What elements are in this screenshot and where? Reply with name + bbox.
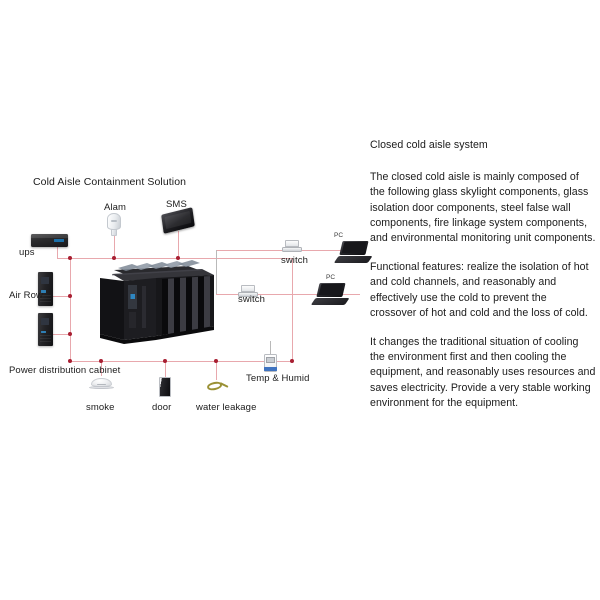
junction-dot [68,332,72,336]
connector-temphumid-drop [270,341,271,354]
connector-top-horizontal [70,258,292,259]
door-sensor-icon [156,377,174,397]
junction-dot [176,256,180,260]
connector-ups-stub [57,258,71,259]
switch-top-icon [282,240,302,252]
air-row-cabinet-icon [38,272,53,306]
junction-dot [99,359,103,363]
junction-dot [68,359,72,363]
pc-top-icon [333,241,373,263]
junction-dot [68,294,72,298]
pc-bottom-icon [310,283,350,305]
diagram-title: Cold Aisle Containment Solution [33,176,187,188]
junction-dot [290,359,294,363]
connector-powercab-stub [52,334,71,335]
description-heading: Closed cold aisle system [370,139,488,151]
connector-ups-drop [57,243,58,259]
connector-switch-top-feed [216,250,306,251]
label-switch-bottom: switch [238,294,265,305]
connector-alarm-riser [114,234,115,259]
label-door: door [152,402,172,413]
connector-switch-top-riser [216,250,217,294]
connector-smoke-drop [101,361,102,376]
connector-right-bus [292,258,293,361]
label-power-distribution-cabinet: Power distribution cabinet [9,365,121,376]
junction-dot [112,256,116,260]
smoke-detector-icon [89,376,114,391]
label-alarm: Alam [104,202,127,213]
water-leakage-sensor-icon [206,379,230,393]
power-distribution-cabinet-icon [38,313,53,346]
label-sms: SMS [166,199,187,210]
connector-bottom-horizontal [70,361,292,362]
connector-water-drop [216,361,217,380]
label-pc-top: PC [334,232,344,239]
connector-switch-bottom-feed [216,294,360,295]
description-paragraph-2: Functional features: realize the isolati… [370,261,589,319]
junction-dot [163,359,167,363]
description-panel: Closed cold aisle system The closed cold… [370,138,596,411]
cold-aisle-containment-rack [92,252,220,356]
connector-sms-riser [178,231,179,259]
label-pc-bottom: PC [326,274,336,281]
alarm-icon [107,213,121,236]
connector-airrow-stub [52,296,71,297]
label-switch-top: switch [281,255,308,266]
ups-icon [31,234,68,247]
label-ups: ups [19,247,35,258]
temp-humid-sensor-icon [262,354,279,372]
junction-dot [68,256,72,260]
sms-phone-icon [161,207,195,234]
description-paragraph-1: The closed cold aisle is mainly composed… [370,171,596,245]
description-paragraph-3: It changes the traditional situation of … [370,336,596,409]
switch-bottom-icon [238,285,258,297]
connector-door-drop [165,361,166,377]
connector-left-vertical [70,258,71,362]
connector-pc-top-feed [303,250,343,251]
label-water-leakage: water leakage [196,402,257,413]
label-temp-humid: Temp & Humid [246,373,310,384]
label-smoke: smoke [86,402,115,413]
junction-dot [214,359,218,363]
label-air-row: Air Row [9,290,43,301]
